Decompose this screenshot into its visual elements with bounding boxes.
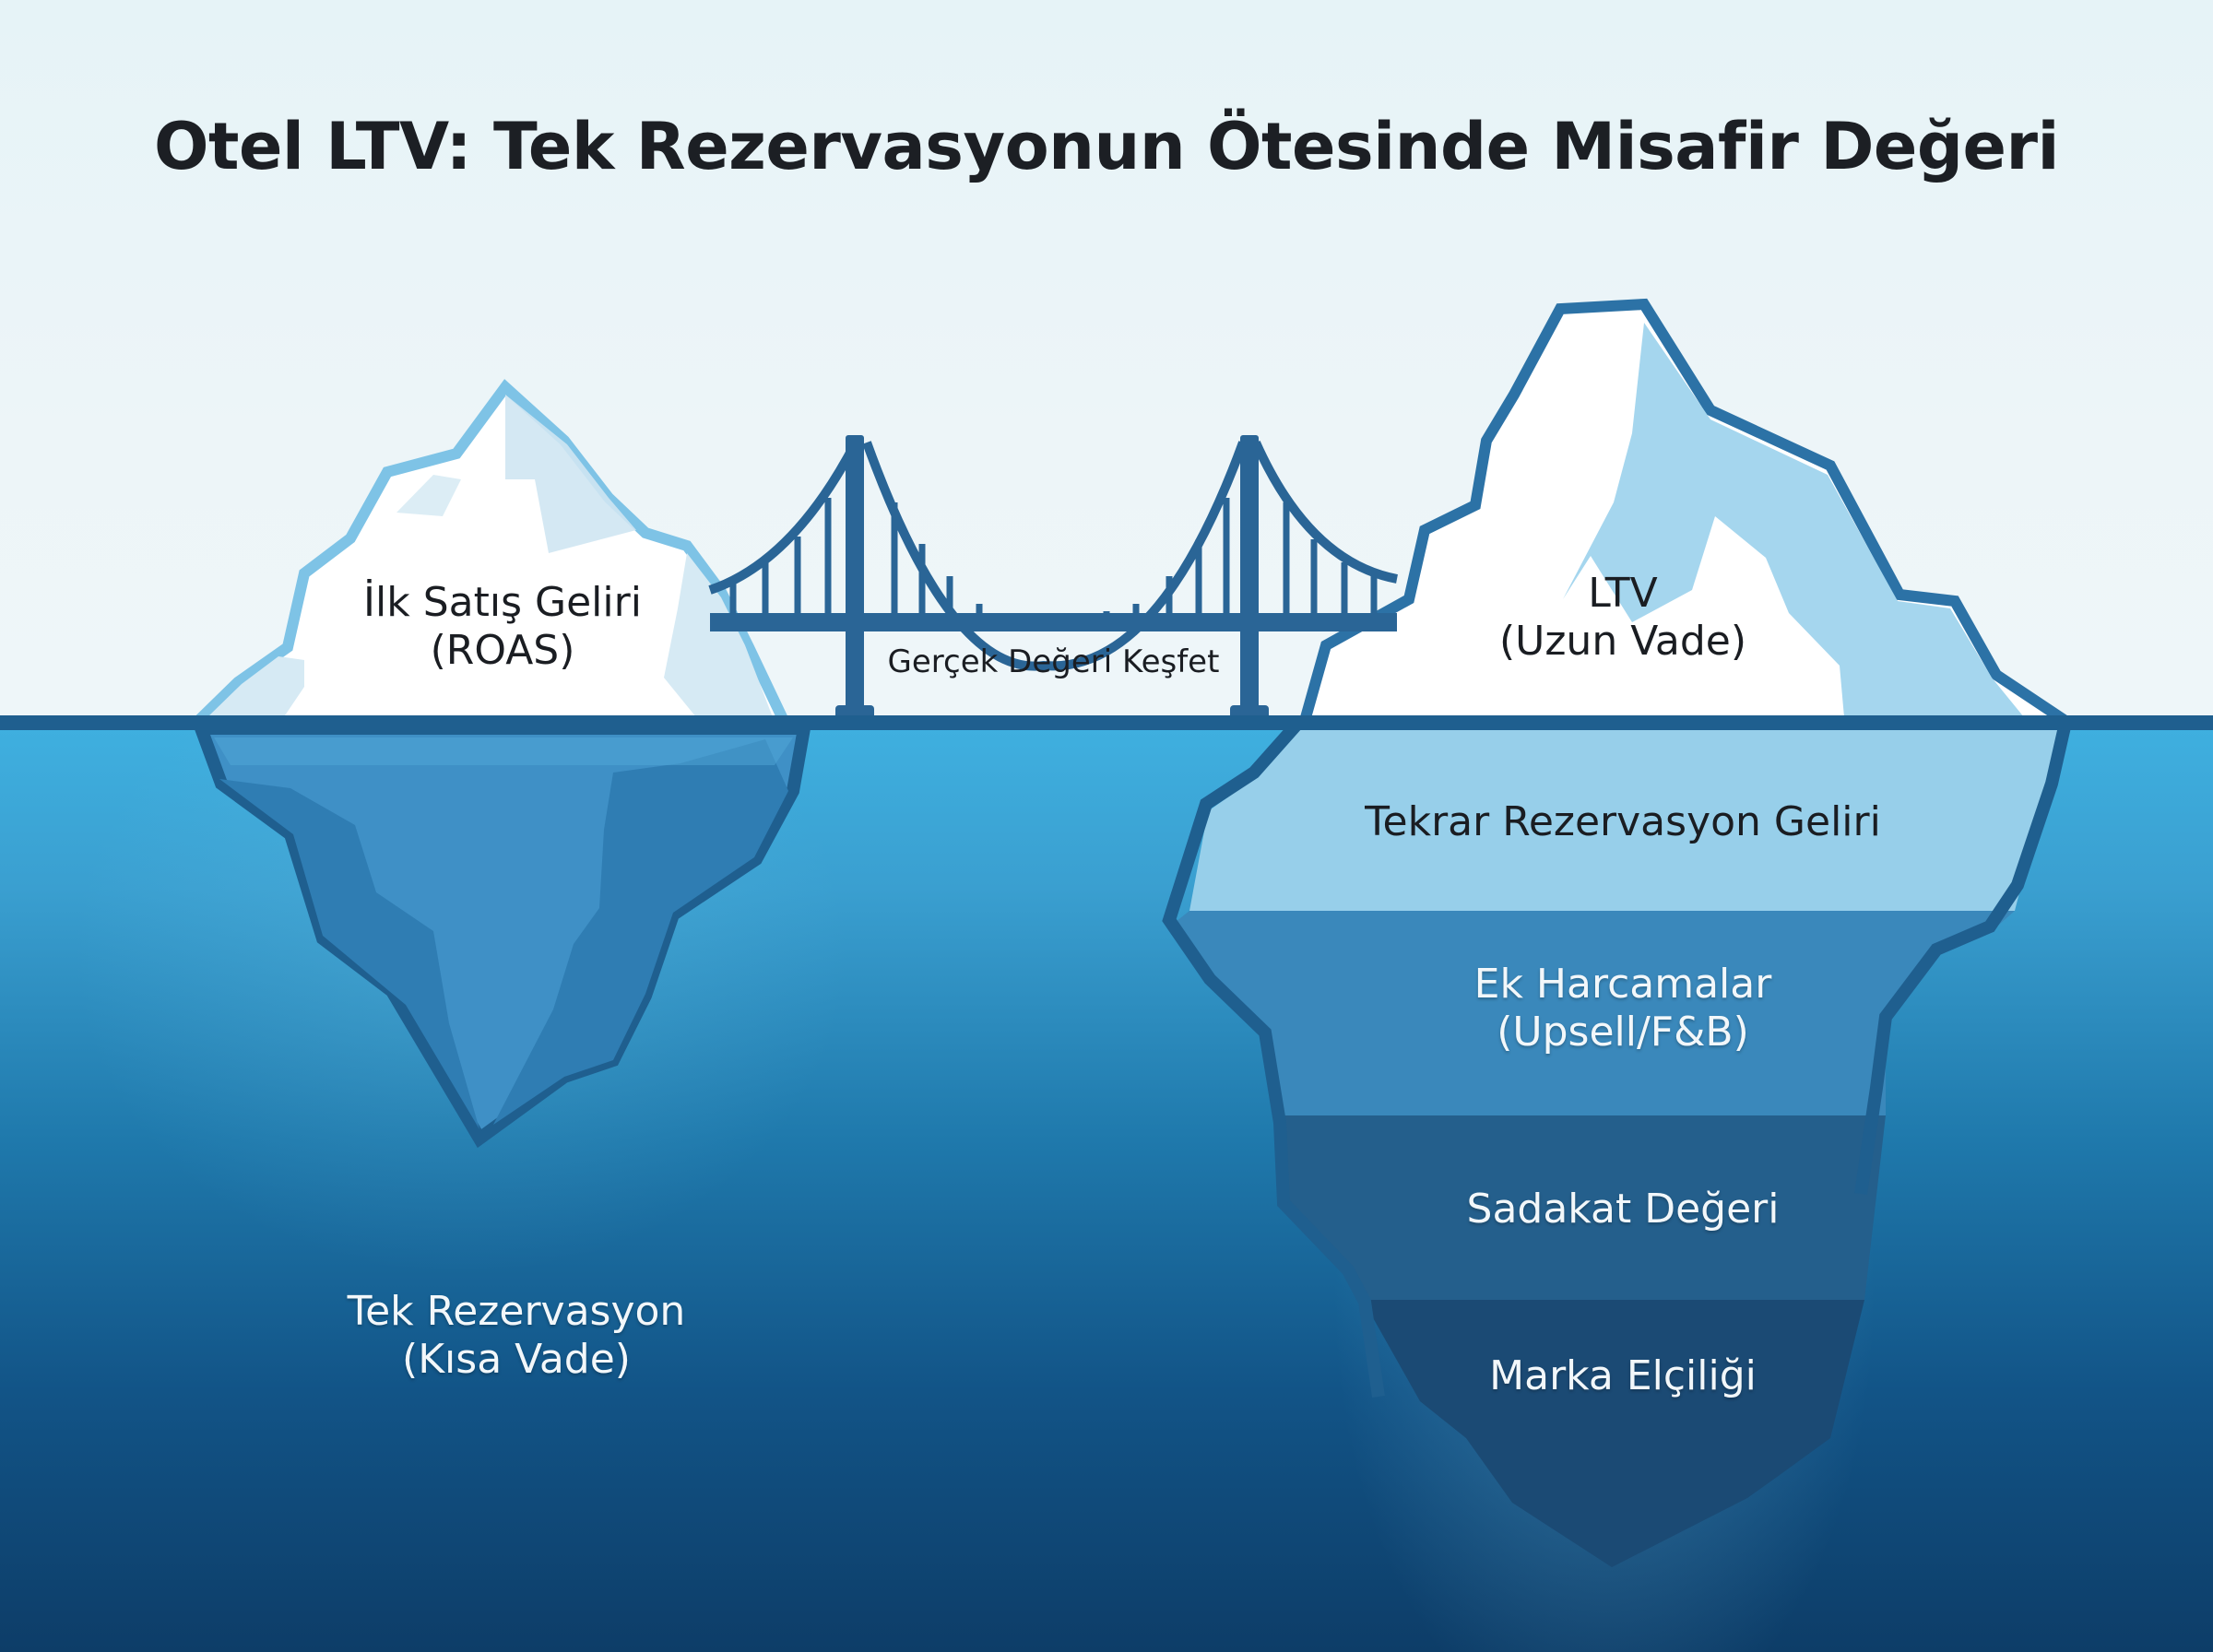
layer-3-text: Sadakat Değeri <box>1466 1186 1780 1233</box>
layer-loyalty <box>1277 1115 1886 1300</box>
layer-label-loyalty: Sadakat Değeri <box>1309 1186 1936 1233</box>
left-iceberg-tip <box>184 379 793 726</box>
right-tip-label: LTV (Uzun Vade) <box>1438 570 1807 666</box>
left-tip-label: İlk Satış Geliri (ROAS) <box>304 579 701 675</box>
bridge-label-text: Gerçek Değeri Keşfet <box>887 643 1220 680</box>
right-iceberg-tip <box>1297 298 2084 726</box>
right-tip-label-line1: LTV <box>1588 570 1658 617</box>
right-iceberg-base <box>1162 718 2072 1567</box>
right-tip-label-line2: (Uzun Vade) <box>1498 617 1747 665</box>
left-iceberg-base <box>191 722 812 1149</box>
layer-label-brand-ambassador: Marka Elçiliği <box>1346 1352 1899 1400</box>
layer-2-text-line1: Ek Harcamalar <box>1473 961 1772 1008</box>
left-base-label-line2: (Kısa Vade) <box>402 1335 631 1383</box>
bridge-label: Gerçek Değeri Keşfet <box>867 643 1240 680</box>
layer-extra-spend <box>1176 911 2015 1115</box>
layer-1-text: Tekrar Rezervasyon Geliri <box>1365 798 1881 845</box>
page-title: Otel LTV: Tek Rezervasyonun Ötesinde Mis… <box>153 109 2060 184</box>
waterline <box>0 715 2213 730</box>
left-base-label: Tek Rezervasyon (Kısa Vade) <box>277 1288 756 1384</box>
left-tip-label-line2: (ROAS) <box>430 626 575 674</box>
layer-2-text-line2: (Upsell/F&B) <box>1497 1008 1749 1056</box>
bridge-illustration <box>708 435 1398 724</box>
layer-brand-ambassador <box>1363 1300 1864 1567</box>
left-base-label-line1: Tek Rezervasyon <box>347 1288 686 1335</box>
layer-label-repeat-booking: Tekrar Rezervasyon Geliri <box>1272 798 1973 846</box>
layer-repeat-booking <box>1189 730 2061 911</box>
left-tip-label-line1: İlk Satış Geliri <box>363 579 642 626</box>
layer-label-extra-spend: Ek Harcamalar (Upsell/F&B) <box>1291 961 1955 1056</box>
layer-4-text: Marka Elçiliği <box>1489 1352 1757 1399</box>
